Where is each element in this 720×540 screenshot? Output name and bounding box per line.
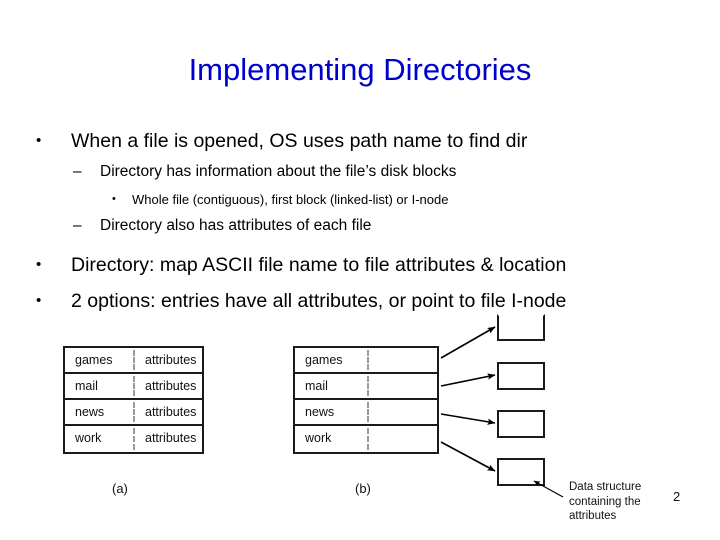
bullet-dot-icon: •: [36, 256, 42, 273]
file-name-cell: mail: [75, 379, 98, 393]
column-divider: [133, 376, 135, 396]
figure-caption-b: (b): [355, 481, 371, 496]
table-row: mail: [295, 374, 437, 400]
attribute-box: [497, 362, 545, 390]
arrow-row4: [440, 441, 496, 472]
bullet-dot-icon: •: [36, 132, 42, 149]
list-item-label: 2 options: entries have all attributes, …: [71, 290, 567, 312]
list-item: – Directory has information about the fi…: [0, 161, 720, 190]
directory-table-b: games mail news work: [293, 346, 439, 454]
bullet-dash-icon: –: [73, 163, 82, 180]
table-row: games attributes: [65, 348, 202, 374]
table-row: mail attributes: [65, 374, 202, 400]
column-divider: [367, 402, 369, 422]
attributes-cell: attributes: [145, 379, 197, 393]
file-name-cell: mail: [305, 379, 328, 393]
attributes-cell: attributes: [145, 353, 197, 367]
slide-number: 2: [673, 489, 681, 504]
bullet-dot-icon: •: [36, 292, 42, 309]
list-item-label: Directory also has attributes of each fi…: [100, 217, 372, 234]
page-title: Implementing Directories: [188, 52, 532, 87]
file-name-cell: work: [75, 431, 102, 445]
column-divider: [133, 350, 135, 370]
file-name-cell: games: [305, 353, 343, 367]
column-divider: [367, 350, 369, 370]
column-divider: [133, 428, 135, 450]
list-item: • Directory: map ASCII file name to file…: [0, 252, 720, 288]
list-item: • 2 options: entries have all attributes…: [0, 288, 720, 321]
list-item-label: Whole file (contiguous), first block (li…: [132, 192, 449, 207]
bullet-dash-icon: –: [73, 217, 82, 234]
attributes-cell: attributes: [145, 405, 197, 419]
arrow-row2: [440, 373, 496, 387]
file-name-cell: work: [305, 431, 332, 445]
list-item-label: Directory: map ASCII file name to file a…: [71, 254, 567, 276]
list-item: • Whole file (contiguous), first block (…: [0, 190, 720, 215]
list-item-label: Directory has information about the file…: [100, 163, 457, 180]
list-item: • When a file is opened, OS uses path na…: [0, 128, 720, 161]
attributes-cell: attributes: [145, 431, 197, 445]
arrow-caption-to-box: [533, 480, 564, 498]
table-row: news attributes: [65, 400, 202, 426]
file-name-cell: news: [75, 405, 105, 419]
column-divider: [367, 428, 369, 450]
column-divider: [367, 376, 369, 396]
arrow-row3: [440, 413, 496, 425]
table-row: games: [295, 348, 437, 374]
attribute-box: [497, 314, 545, 341]
table-row: work: [295, 426, 437, 452]
list-item-label: When a file is opened, OS uses path name…: [71, 130, 528, 152]
column-divider: [133, 402, 135, 422]
table-row: news: [295, 400, 437, 426]
file-name-cell: news: [305, 405, 335, 419]
bullet-dot-icon: •: [112, 193, 116, 205]
table-row: work attributes: [65, 426, 202, 452]
file-name-cell: games: [75, 353, 113, 367]
data-structure-caption: Data structure containing the attributes: [569, 481, 642, 522]
directory-table-a: games attributes mail attributes news at…: [63, 346, 204, 454]
arrow-row1: [440, 326, 496, 359]
attribute-box: [497, 410, 545, 438]
bullet-list: • When a file is opened, OS uses path na…: [0, 128, 720, 321]
figure-caption-a: (a): [112, 481, 128, 496]
list-item: – Directory also has attributes of each …: [0, 215, 720, 244]
